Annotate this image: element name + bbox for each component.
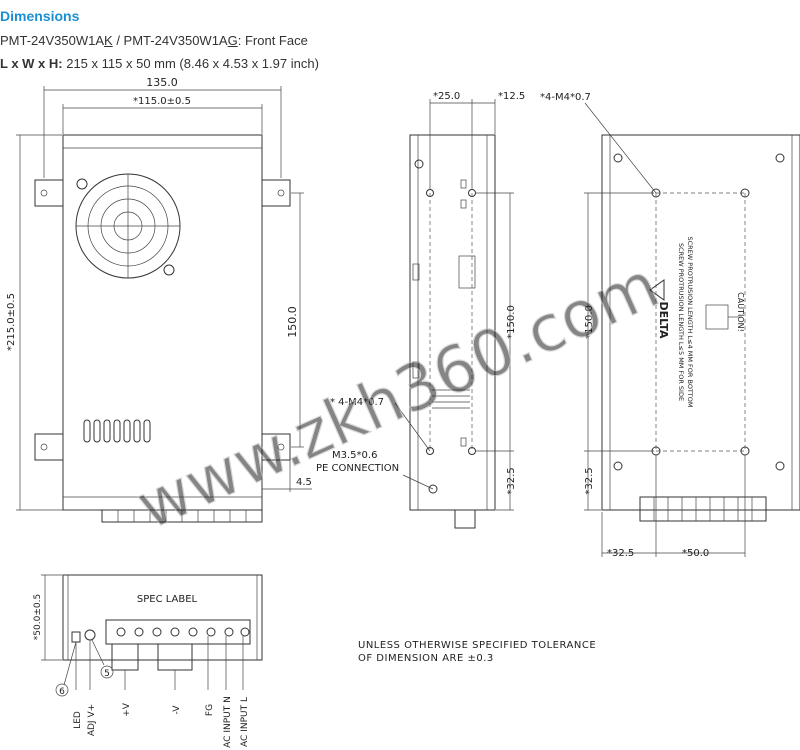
side-screw-note: * 4-M4*0.7 <box>330 397 384 408</box>
label-ac-input-l: AC INPUT L <box>240 697 250 747</box>
tolerance-line2: OF DIMENSION ARE ±0.3 <box>358 653 494 664</box>
delta-brand: DELTA <box>657 302 670 339</box>
terminal-body <box>62 574 263 661</box>
pe-screw <box>428 484 438 494</box>
bottom-view: CAUTION! SCREW PROTRUSION LENGTH L≤4 MM … <box>540 92 800 559</box>
vent-slots <box>83 419 151 443</box>
bottom-dim-32-5-h: *32.5 <box>607 548 634 559</box>
led-indicator <box>71 631 81 643</box>
dim-25: *25.0 <box>433 91 460 102</box>
terminal-dim-height: *50.0±0.5 <box>33 594 43 640</box>
subtitle-suffix: : Front Face <box>237 33 308 48</box>
callout-6: 6 <box>59 687 65 697</box>
bottom-screw-note: *4-M4*0.7 <box>540 92 591 103</box>
dimensions-line: L x W x H: 215 x 115 x 50 mm (8.46 x 4.5… <box>0 56 319 71</box>
adj-pot <box>84 629 96 641</box>
dim-12-5: *12.5 <box>498 91 525 102</box>
subtitle-g: G <box>227 33 238 48</box>
caution-line2: SCREW PROTRUSION LENGTH L≤5 MM FOR SIDE <box>677 243 685 401</box>
side-body <box>409 134 496 511</box>
caution-line1: SCREW PROTRUSION LENGTH L≤4 MM FOR BOTTO… <box>686 237 694 408</box>
callout-5: 5 <box>104 669 110 679</box>
label-ac-input-n: AC INPUT N <box>223 696 233 748</box>
label-plus-v: +V <box>122 702 132 717</box>
bottom-dim-50: *50.0 <box>682 548 709 559</box>
pe-line1: M3.5*0.6 <box>332 450 377 461</box>
spec-label: SPEC LABEL <box>137 594 198 605</box>
mount-tab-tr <box>261 179 291 207</box>
side-connector <box>454 509 476 529</box>
dim-height: *215.0±0.5 <box>6 293 17 351</box>
delta-logo-icon <box>649 279 665 301</box>
dim-overall-width: 135.0 <box>146 76 178 89</box>
label-fg: FG <box>205 704 215 716</box>
dim-side-offset: 4.5 <box>296 477 312 488</box>
caution-label: CAUTION! SCREW PROTRUSION LENGTH L≤4 MM … <box>657 237 745 408</box>
terminal-block <box>105 619 251 645</box>
subtitle-prefix: PMT-24V350W1A <box>0 33 105 48</box>
tolerance-line1: UNLESS OTHERWISE SPECIFIED TOLERANCE <box>358 640 596 651</box>
bottom-terminal-strip <box>639 496 767 522</box>
mount-tab-bl <box>34 433 64 461</box>
model-subtitle: PMT-24V350W1AK / PMT-24V350W1AG: Front F… <box>0 33 308 48</box>
dims-value: 215 x 115 x 50 mm (8.46 x 4.53 x 1.97 in… <box>62 56 319 71</box>
bottom-dim-150: *150.0 <box>584 305 595 339</box>
mount-tab-br <box>261 433 291 461</box>
side-dim-32-5: *32.5 <box>506 467 517 494</box>
label-minus-v: -V <box>172 705 182 715</box>
terminal-view: SPEC LABEL 6 5 LED ADJ V+ +V -V FG AC IN… <box>33 574 263 748</box>
side-dim-150: *150.0 <box>506 305 517 339</box>
dims-label: L x W x H: <box>0 56 63 71</box>
mount-tab-tl <box>34 179 64 207</box>
bottom-body <box>601 134 800 511</box>
subtitle-mid: / PMT-24V350W1A <box>112 33 228 48</box>
label-adj-v: ADJ V+ <box>87 704 97 736</box>
dim-mount-spacing: 150.0 <box>286 306 299 338</box>
dim-inner-width: *115.0±0.5 <box>133 96 191 107</box>
front-view: 135.0 *115.0±0.5 *215.0±0.5 150.0 4.5 <box>6 76 312 523</box>
section-title: Dimensions <box>0 8 80 24</box>
side-view: *25.0 *12.5 *150.0 *32.5 * 4-M4*0.7 M3.5… <box>316 91 525 529</box>
bottom-dim-32-5-v: *32.5 <box>584 467 595 494</box>
fan-icon <box>75 173 181 279</box>
pe-line2: PE CONNECTION <box>316 463 399 474</box>
subtitle-k: K <box>104 33 113 48</box>
caution-title: CAUTION! <box>736 292 745 332</box>
label-led: LED <box>73 711 83 729</box>
